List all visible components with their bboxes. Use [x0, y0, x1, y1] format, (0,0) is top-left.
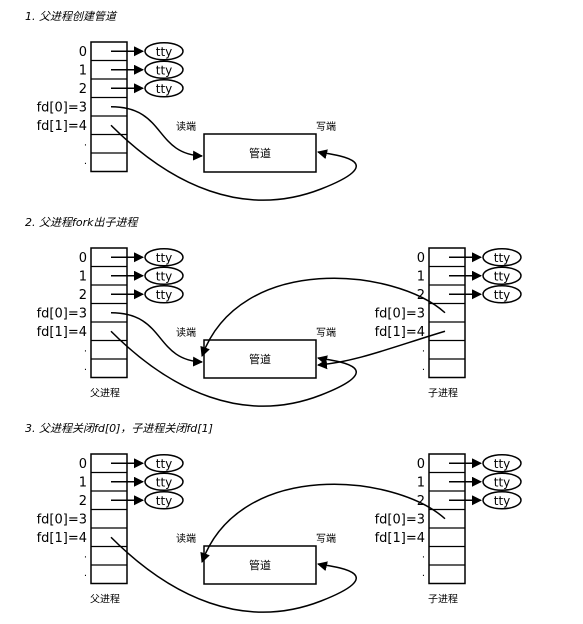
- parent-fd-label-4: fd[1]=4: [37, 325, 87, 340]
- parent-fd-label-5: ·: [84, 553, 87, 564]
- child-fd-label-3: fd[0]=3: [375, 307, 425, 322]
- parent-fd-label-5: ·: [84, 141, 87, 152]
- write-end-label: 写端: [316, 120, 336, 133]
- parent-tty-label: tty: [156, 269, 173, 283]
- child-fd-label-5: ·: [422, 553, 425, 564]
- parent-write-arrow: [110, 124, 357, 201]
- child-fd-label-4: fd[1]=4: [375, 531, 425, 546]
- child-tty-ellipse: [482, 248, 522, 267]
- child-fd-label-6: ·: [422, 365, 425, 376]
- parent-fd-label-6: ·: [84, 159, 87, 170]
- read-end-label: 读端: [176, 326, 196, 339]
- child-fd-label-2: 2: [417, 494, 425, 509]
- child-fd-label-3: fd[0]=3: [375, 513, 425, 528]
- child-fd-label-1: 1: [417, 270, 425, 285]
- parent-tty-label: tty: [156, 494, 173, 508]
- section-caption: 1. 父进程创建管道: [25, 10, 118, 23]
- parent-tty-ellipse: [144, 472, 184, 491]
- read-end-label: 读端: [176, 532, 196, 545]
- parent-fd-label-3: fd[0]=3: [37, 513, 87, 528]
- parent-tty-ellipse: [144, 285, 184, 304]
- child-tty-ellipse: [482, 266, 522, 285]
- child-fd-label-0: 0: [417, 457, 425, 472]
- parent-tty-ellipse: [144, 248, 184, 267]
- pipe-box: [203, 133, 317, 173]
- child-process-label: 子进程: [428, 594, 458, 606]
- parent-process-label: 父进程: [90, 388, 120, 400]
- parent-fd-label-1: 1: [79, 64, 87, 79]
- parent-tty-ellipse: [144, 454, 184, 473]
- parent-fd-label-3: fd[0]=3: [37, 101, 87, 116]
- child-tty-ellipse: [482, 491, 522, 510]
- child-fd-table: [428, 247, 466, 379]
- child-fd-label-6: ·: [422, 571, 425, 582]
- parent-fd-label-4: fd[1]=4: [37, 531, 87, 546]
- pipe-box: [203, 339, 317, 379]
- parent-tty-label: tty: [156, 45, 173, 59]
- child-tty-label: tty: [494, 251, 511, 265]
- child-fd-label-4: fd[1]=4: [375, 325, 425, 340]
- write-end-label: 写端: [316, 326, 336, 339]
- parent-fd-table: [90, 247, 128, 379]
- child-read-arrow: [200, 483, 446, 563]
- parent-read-arrow: [110, 312, 203, 367]
- child-fd-label-0: 0: [417, 251, 425, 266]
- parent-fd-label-2: 2: [79, 82, 87, 97]
- parent-tty-label: tty: [156, 251, 173, 265]
- child-tty-label: tty: [494, 494, 511, 508]
- section-caption: 2. 父进程fork出子进程: [25, 216, 139, 229]
- child-tty-label: tty: [494, 269, 511, 283]
- parent-tty-ellipse: [144, 79, 184, 98]
- child-fd-label-2: 2: [417, 288, 425, 303]
- parent-tty-ellipse: [144, 42, 184, 61]
- parent-fd-label-2: 2: [79, 494, 87, 509]
- parent-fd-label-6: ·: [84, 571, 87, 582]
- parent-fd-label-0: 0: [79, 251, 87, 266]
- pipe-label: 管道: [249, 352, 271, 366]
- parent-fd-label-1: 1: [79, 476, 87, 491]
- parent-write-arrow: [110, 536, 357, 613]
- pipe-box: [203, 545, 317, 585]
- parent-read-arrow: [110, 106, 203, 161]
- parent-fd-label-3: fd[0]=3: [37, 307, 87, 322]
- parent-tty-label: tty: [156, 475, 173, 489]
- child-fd-table: [428, 453, 466, 585]
- parent-tty-ellipse: [144, 491, 184, 510]
- parent-fd-label-5: ·: [84, 347, 87, 358]
- child-write-arrow: [317, 330, 446, 370]
- parent-tty-label: tty: [156, 82, 173, 96]
- child-tty-ellipse: [482, 285, 522, 304]
- pipe-label: 管道: [249, 558, 271, 572]
- child-process-label: 子进程: [428, 388, 458, 400]
- section-caption: 3. 父进程关闭fd[0]，子进程关闭fd[1]: [25, 422, 213, 435]
- parent-tty-label: tty: [156, 457, 173, 471]
- parent-fd-label-6: ·: [84, 365, 87, 376]
- parent-fd-label-0: 0: [79, 45, 87, 60]
- parent-fd-label-0: 0: [79, 457, 87, 472]
- parent-tty-label: tty: [156, 63, 173, 77]
- child-fd-label-5: ·: [422, 347, 425, 358]
- parent-fd-table: [90, 41, 128, 173]
- parent-tty-ellipse: [144, 60, 184, 79]
- child-read-arrow: [200, 277, 446, 357]
- parent-fd-table: [90, 453, 128, 585]
- pipe-label: 管道: [249, 146, 271, 160]
- parent-fd-label-4: fd[1]=4: [37, 119, 87, 134]
- child-tty-ellipse: [482, 472, 522, 491]
- parent-tty-ellipse: [144, 266, 184, 285]
- child-tty-label: tty: [494, 457, 511, 471]
- parent-fd-label-2: 2: [79, 288, 87, 303]
- write-end-label: 写端: [316, 532, 336, 545]
- child-tty-ellipse: [482, 454, 522, 473]
- read-end-label: 读端: [176, 120, 196, 133]
- parent-process-label: 父进程: [90, 594, 120, 606]
- child-tty-label: tty: [494, 288, 511, 302]
- parent-fd-label-1: 1: [79, 270, 87, 285]
- child-tty-label: tty: [494, 475, 511, 489]
- child-fd-label-1: 1: [417, 476, 425, 491]
- parent-tty-label: tty: [156, 288, 173, 302]
